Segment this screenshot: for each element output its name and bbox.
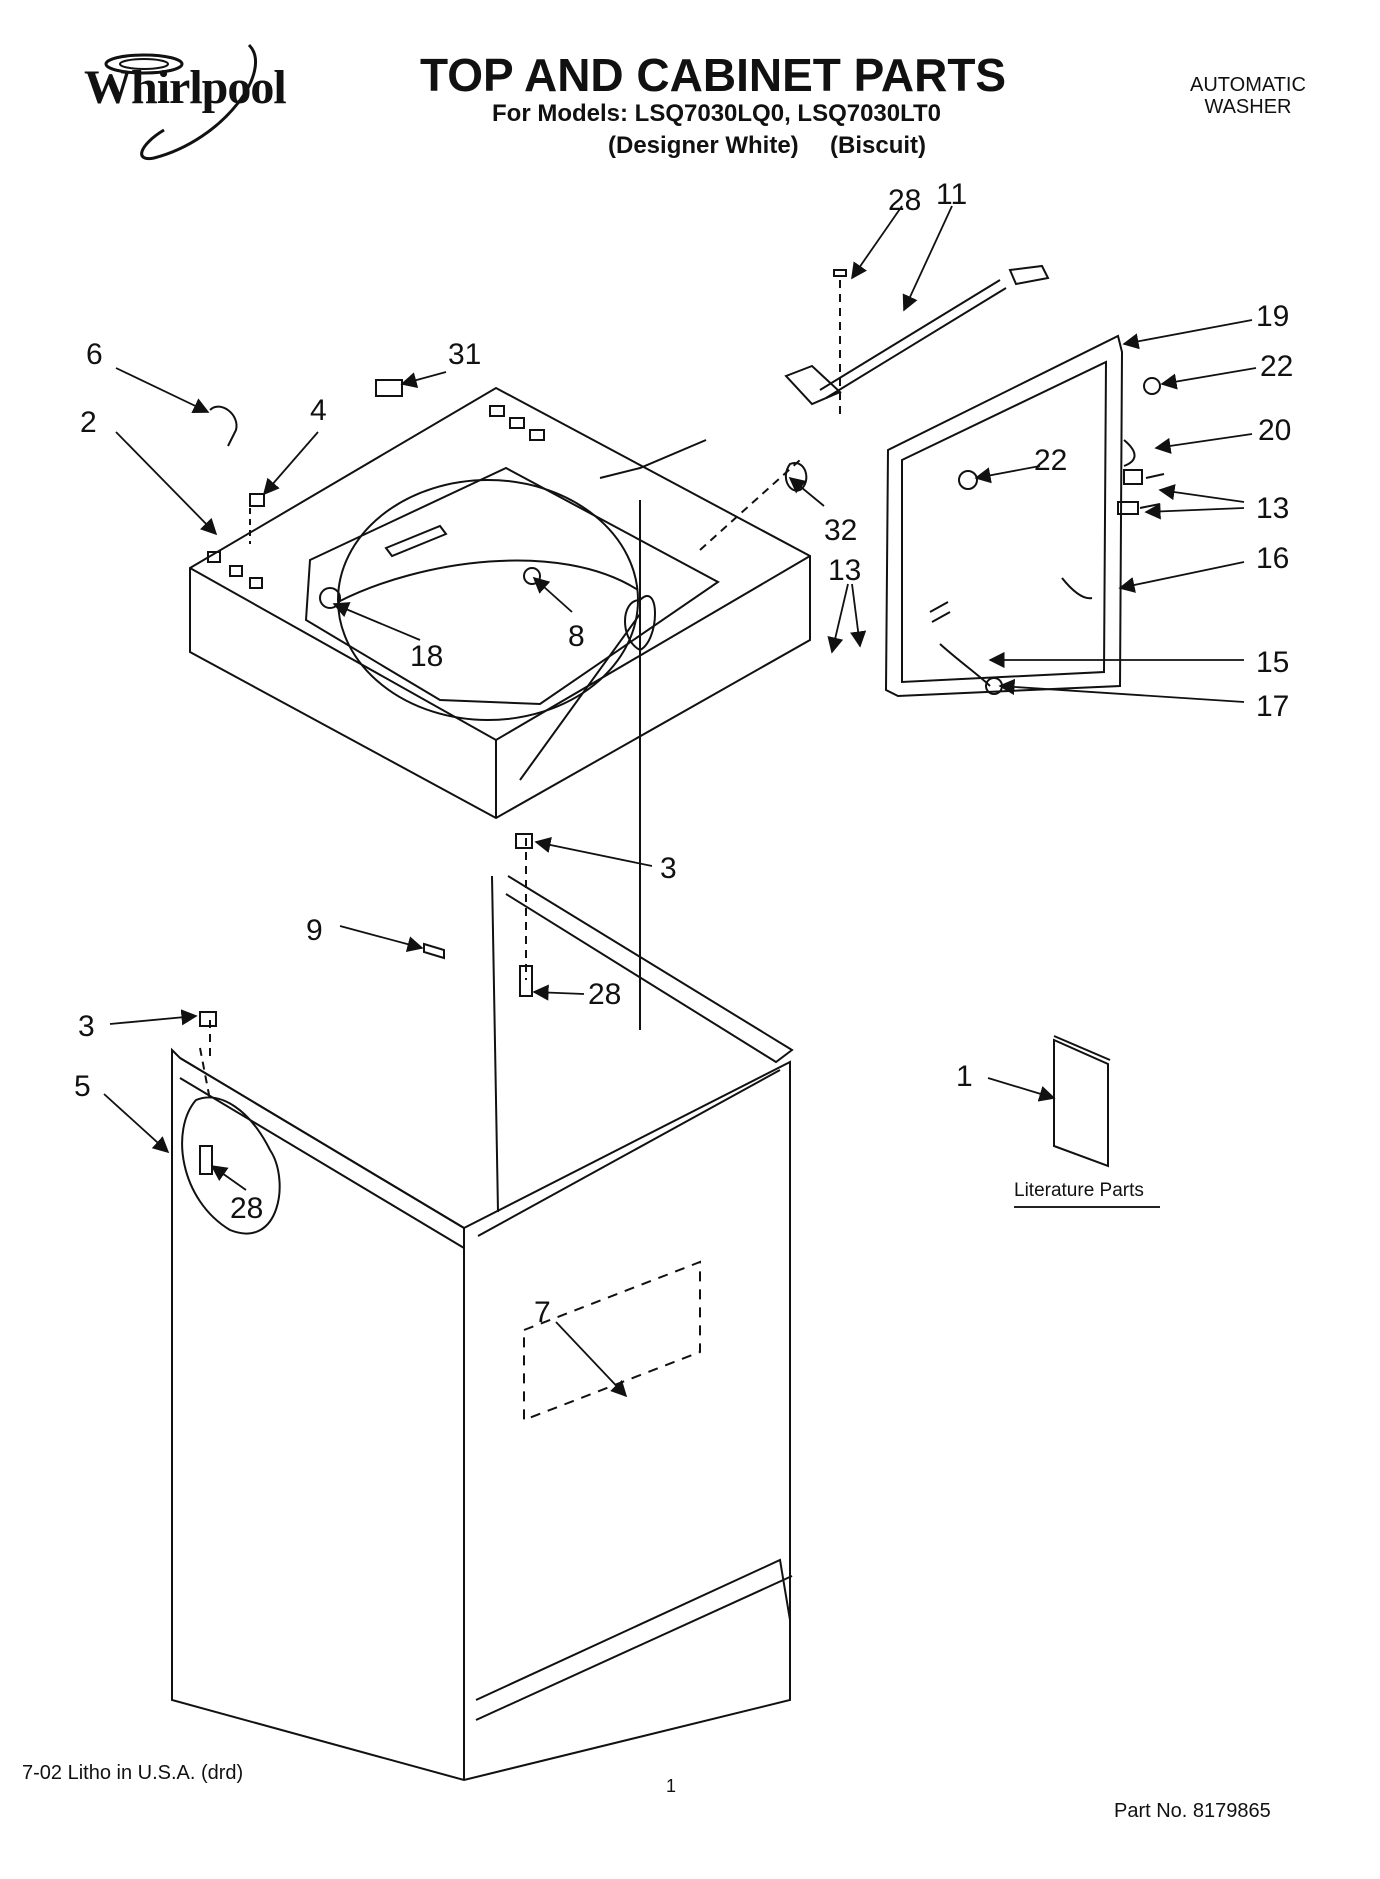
callout-5: 5 — [74, 1070, 91, 1103]
callout-2: 2 — [80, 406, 97, 439]
rear-console-frame — [884, 334, 1165, 698]
callout-18: 18 — [410, 640, 443, 673]
literature-parts-underline — [1014, 1206, 1160, 1208]
callout-28-top: 28 — [888, 184, 921, 217]
whirlpool-logo: Whirlpool — [84, 43, 287, 161]
callout-3-lower: 3 — [78, 1010, 95, 1043]
callout-16: 16 — [1256, 542, 1289, 575]
appliance-type-line2: WASHER — [1204, 96, 1292, 118]
washer-cabinet — [171, 838, 794, 1782]
callout-19: 19 — [1256, 300, 1289, 333]
callout-7: 7 — [534, 1296, 551, 1329]
callout-28-lower: 28 — [230, 1192, 263, 1225]
appliance-type-line1: AUTOMATIC — [1190, 74, 1306, 96]
callout-20: 20 — [1258, 414, 1291, 447]
callout-22-inner: 22 — [1034, 444, 1067, 477]
whirlpool-swirl-icon — [104, 43, 257, 161]
callout-3-upper: 3 — [660, 852, 677, 885]
callout-11: 11 — [936, 178, 967, 211]
color-designer-white: (Designer White) — [608, 132, 799, 159]
callout-15: 15 — [1256, 646, 1289, 679]
part-number: Part No. 8179865 — [1114, 1800, 1271, 1822]
callout-32: 32 — [824, 514, 857, 547]
page-title: TOP AND CABINET PARTS — [420, 49, 1007, 101]
page-number: 1 — [666, 1776, 677, 1796]
washer-top-panel — [189, 386, 811, 820]
lid-switch-and-harness — [599, 264, 1050, 1030]
callout-13-left: 13 — [828, 554, 861, 587]
leader-arrows — [103, 205, 1257, 1398]
callout-labels: 28 11 19 22 20 22 13 16 13 15 17 32 6 31… — [74, 178, 1293, 1329]
callout-1: 1 — [956, 1060, 973, 1093]
callout-9: 9 — [306, 914, 323, 947]
callout-4: 4 — [310, 394, 327, 427]
callout-17: 17 — [1256, 690, 1289, 723]
appliance-type: AUTOMATIC WASHER — [1190, 74, 1306, 118]
callout-31: 31 — [448, 338, 481, 371]
callout-8: 8 — [568, 620, 585, 653]
models-line: For Models: LSQ7030LQ0, LSQ7030LT0 — [492, 100, 942, 127]
callout-6: 6 — [86, 338, 103, 371]
callout-28-middle: 28 — [588, 978, 621, 1011]
literature-parts-label: Literature Parts — [1014, 1180, 1144, 1201]
small-hardware — [199, 379, 1111, 1175]
litho-note: 7-02 Litho in U.S.A. (drd) — [22, 1762, 244, 1784]
callout-13-right: 13 — [1256, 492, 1289, 525]
color-biscuit: (Biscuit) — [830, 132, 927, 159]
callout-22-right: 22 — [1260, 350, 1293, 383]
model-colors: (Designer White) (Biscuit) — [608, 132, 926, 160]
